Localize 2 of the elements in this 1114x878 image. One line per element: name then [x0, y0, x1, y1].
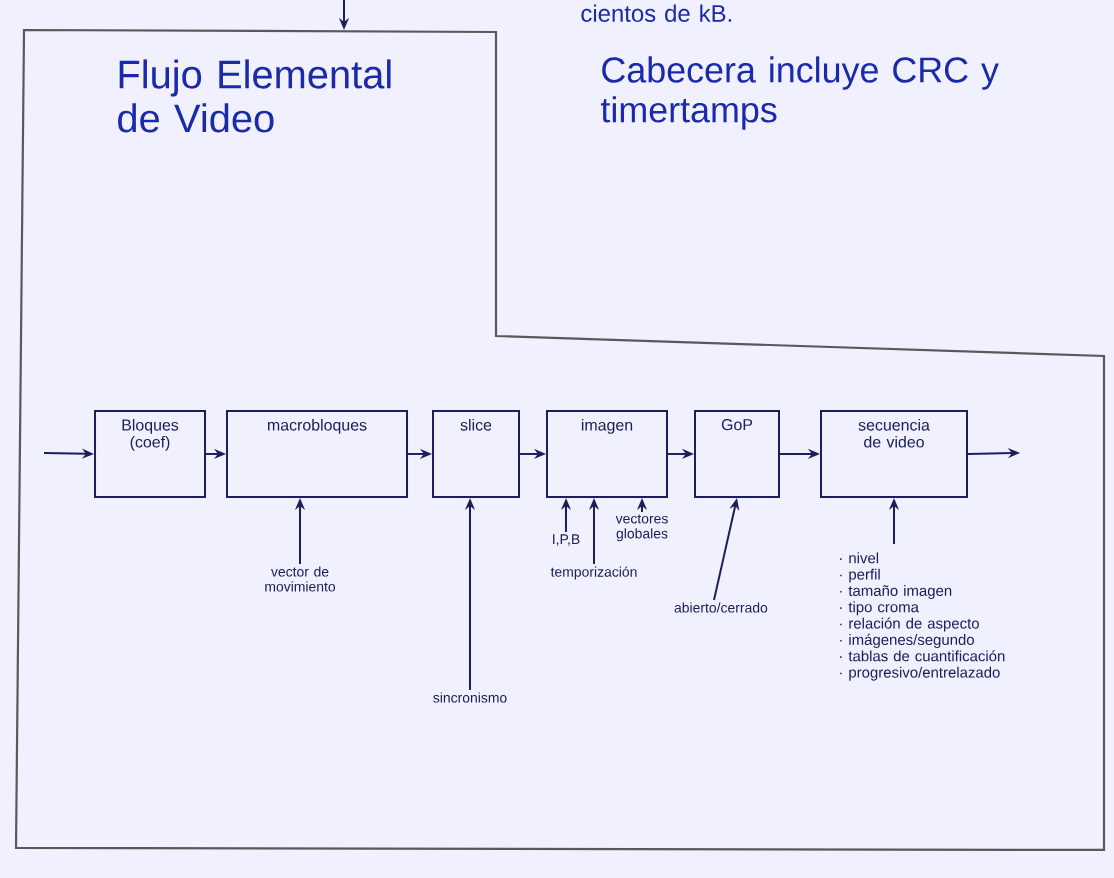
note-text: Cabecera incluye CRC y timertamps [600, 56, 999, 130]
note-text: cientos de kB. [581, 4, 732, 22]
